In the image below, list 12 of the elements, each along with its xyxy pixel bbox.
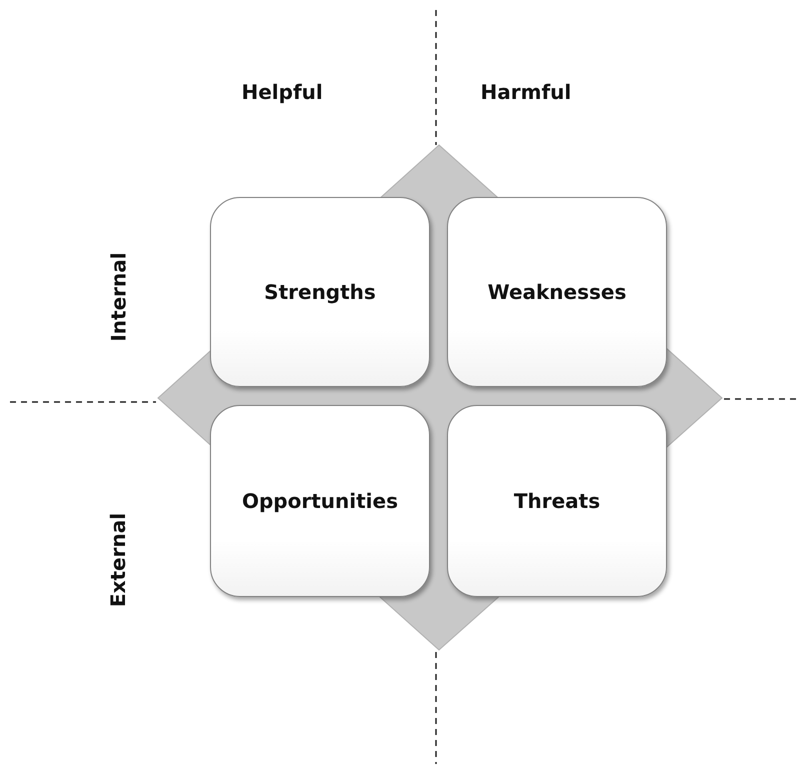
quadrant-card xyxy=(210,197,430,387)
row-heading: Internal xyxy=(106,252,130,342)
column-heading: Harmful xyxy=(480,80,572,104)
quadrant-title: Weaknesses xyxy=(488,280,626,304)
quadrant-title: Strengths xyxy=(264,280,376,304)
quadrant-card xyxy=(447,197,667,387)
quadrant-card xyxy=(447,405,667,597)
column-heading: Helpful xyxy=(242,80,323,104)
quadrant-title: Threats xyxy=(514,489,600,513)
quadrant-title: Opportunities xyxy=(242,489,398,513)
row-heading: External xyxy=(106,512,130,608)
quadrant-card xyxy=(210,405,430,597)
